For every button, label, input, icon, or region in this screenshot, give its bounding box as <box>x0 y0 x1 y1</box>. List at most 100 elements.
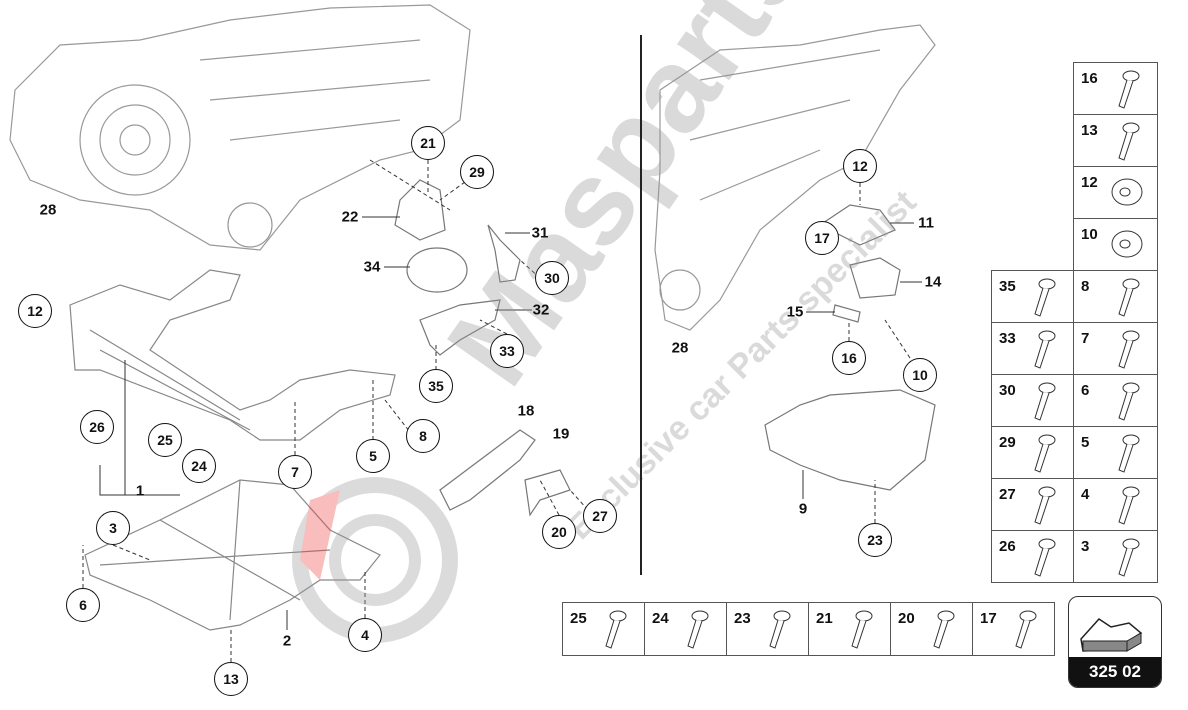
part-label[interactable]: 9 <box>798 500 808 518</box>
fastener-number: 16 <box>1081 70 1098 87</box>
watermark-wheel-logo <box>292 477 458 643</box>
fastener-cell[interactable]: 6 <box>1073 374 1158 427</box>
section-divider <box>640 35 642 575</box>
part-callout[interactable]: 10 <box>903 358 937 392</box>
fastener-cell[interactable]: 30 <box>991 374 1074 427</box>
fastener-number: 5 <box>1081 434 1090 451</box>
bolt-icon <box>1118 122 1140 161</box>
bolt-icon <box>851 610 873 649</box>
fastener-cell[interactable]: 25 <box>562 602 645 656</box>
part-label[interactable]: 32 <box>532 301 550 319</box>
page-code: 325 02 <box>1069 657 1161 687</box>
part-callout[interactable]: 5 <box>356 439 390 473</box>
transmission-left-drawing <box>9 4 471 251</box>
part-label[interactable]: 19 <box>552 425 570 443</box>
bolt-icon <box>687 610 709 649</box>
washer-nut-icon <box>1111 178 1143 206</box>
fastener-cell[interactable]: 10 <box>1073 218 1158 271</box>
fastener-number: 20 <box>898 610 915 627</box>
fastener-cell[interactable]: 12 <box>1073 166 1158 219</box>
part-callout[interactable]: 17 <box>805 221 839 255</box>
subframe-drawing <box>69 269 396 441</box>
part-label[interactable]: 1 <box>135 482 145 500</box>
bolt-icon <box>933 610 955 649</box>
part-callout[interactable]: 4 <box>348 618 382 652</box>
fastener-cell[interactable]: 24 <box>644 602 727 656</box>
fastener-cell[interactable]: 17 <box>972 602 1055 656</box>
mount-14-drawing <box>849 257 901 299</box>
bolt-icon <box>1118 382 1140 421</box>
part-callout[interactable]: 20 <box>542 515 576 549</box>
fastener-cell[interactable]: 26 <box>991 530 1074 583</box>
part-label[interactable]: 2 <box>282 632 292 650</box>
fastener-number: 29 <box>999 434 1016 451</box>
fastener-cell[interactable]: 20 <box>890 602 973 656</box>
part-callout[interactable]: 35 <box>419 369 453 403</box>
bolt-icon <box>1034 382 1056 421</box>
part-label[interactable]: 18 <box>517 402 535 420</box>
part-label[interactable]: 11 <box>918 214 934 232</box>
part-callout[interactable]: 8 <box>406 419 440 453</box>
part-label[interactable]: 22 <box>341 208 359 226</box>
part-callout[interactable]: 33 <box>490 334 524 368</box>
fastener-cell[interactable]: 27 <box>991 478 1074 531</box>
arrow-icon <box>1080 618 1143 652</box>
bolt-icon <box>1034 330 1056 369</box>
fastener-cell[interactable]: 5 <box>1073 426 1158 479</box>
page-reference-badge: 325 02 <box>1068 596 1162 688</box>
fastener-number: 17 <box>980 610 997 627</box>
crossmember-9-drawing <box>764 389 936 491</box>
fastener-cell[interactable]: 13 <box>1073 114 1158 167</box>
part-callout[interactable]: 16 <box>832 341 866 375</box>
fastener-number: 3 <box>1081 538 1090 555</box>
part-callout[interactable]: 12 <box>843 149 877 183</box>
fastener-cell[interactable]: 3 <box>1073 530 1158 583</box>
part-callout[interactable]: 21 <box>411 126 445 160</box>
fastener-cell[interactable]: 23 <box>726 602 809 656</box>
fastener-cell[interactable]: 29 <box>991 426 1074 479</box>
part-label[interactable]: 28 <box>671 339 689 357</box>
fastener-number: 33 <box>999 330 1016 347</box>
fastener-number: 12 <box>1081 174 1098 191</box>
part-callout[interactable]: 13 <box>214 662 248 696</box>
lower-brace-drawing <box>84 479 381 631</box>
transmission-right-drawing <box>654 24 936 331</box>
bolt-icon <box>1015 610 1037 649</box>
fastener-cell[interactable]: 4 <box>1073 478 1158 531</box>
fastener-cell[interactable]: 33 <box>991 322 1074 375</box>
fastener-cell[interactable]: 7 <box>1073 322 1158 375</box>
bracket-19-drawing <box>524 469 571 517</box>
fastener-number: 21 <box>816 610 833 627</box>
part-callout[interactable]: 7 <box>278 455 312 489</box>
part-label[interactable]: 15 <box>786 303 804 321</box>
fastener-number: 26 <box>999 538 1016 555</box>
bracket-32-drawing <box>419 299 501 356</box>
part-callout[interactable]: 29 <box>460 155 494 189</box>
part-callout[interactable]: 12 <box>18 294 52 328</box>
part-callout[interactable]: 3 <box>96 511 130 545</box>
fastener-cell[interactable]: 16 <box>1073 62 1158 115</box>
part-callout[interactable]: 26 <box>80 410 114 444</box>
part-callout[interactable]: 30 <box>535 261 569 295</box>
part-callout[interactable]: 24 <box>182 449 216 483</box>
part-callout[interactable]: 25 <box>148 423 182 457</box>
part-label[interactable]: 31 <box>531 224 549 242</box>
fastener-cell[interactable]: 21 <box>808 602 891 656</box>
part-label[interactable]: 34 <box>363 258 381 276</box>
part-callout[interactable]: 27 <box>583 499 617 533</box>
part-callout[interactable]: 6 <box>66 588 100 622</box>
part-label[interactable]: 28 <box>39 201 57 219</box>
fastener-number: 8 <box>1081 278 1090 295</box>
part-label[interactable]: 14 <box>924 273 942 291</box>
fastener-number: 30 <box>999 382 1016 399</box>
fastener-number: 35 <box>999 278 1016 295</box>
engine-mount-drawing <box>406 247 468 293</box>
fastener-number: 6 <box>1081 382 1090 399</box>
mount-bracket-drawing <box>394 179 446 241</box>
fastener-cell[interactable]: 8 <box>1073 270 1158 323</box>
fastener-number: 7 <box>1081 330 1090 347</box>
part-callout[interactable]: 23 <box>858 523 892 557</box>
bolt-icon <box>769 610 791 649</box>
bracket-18-drawing <box>439 429 536 511</box>
fastener-cell[interactable]: 35 <box>991 270 1074 323</box>
